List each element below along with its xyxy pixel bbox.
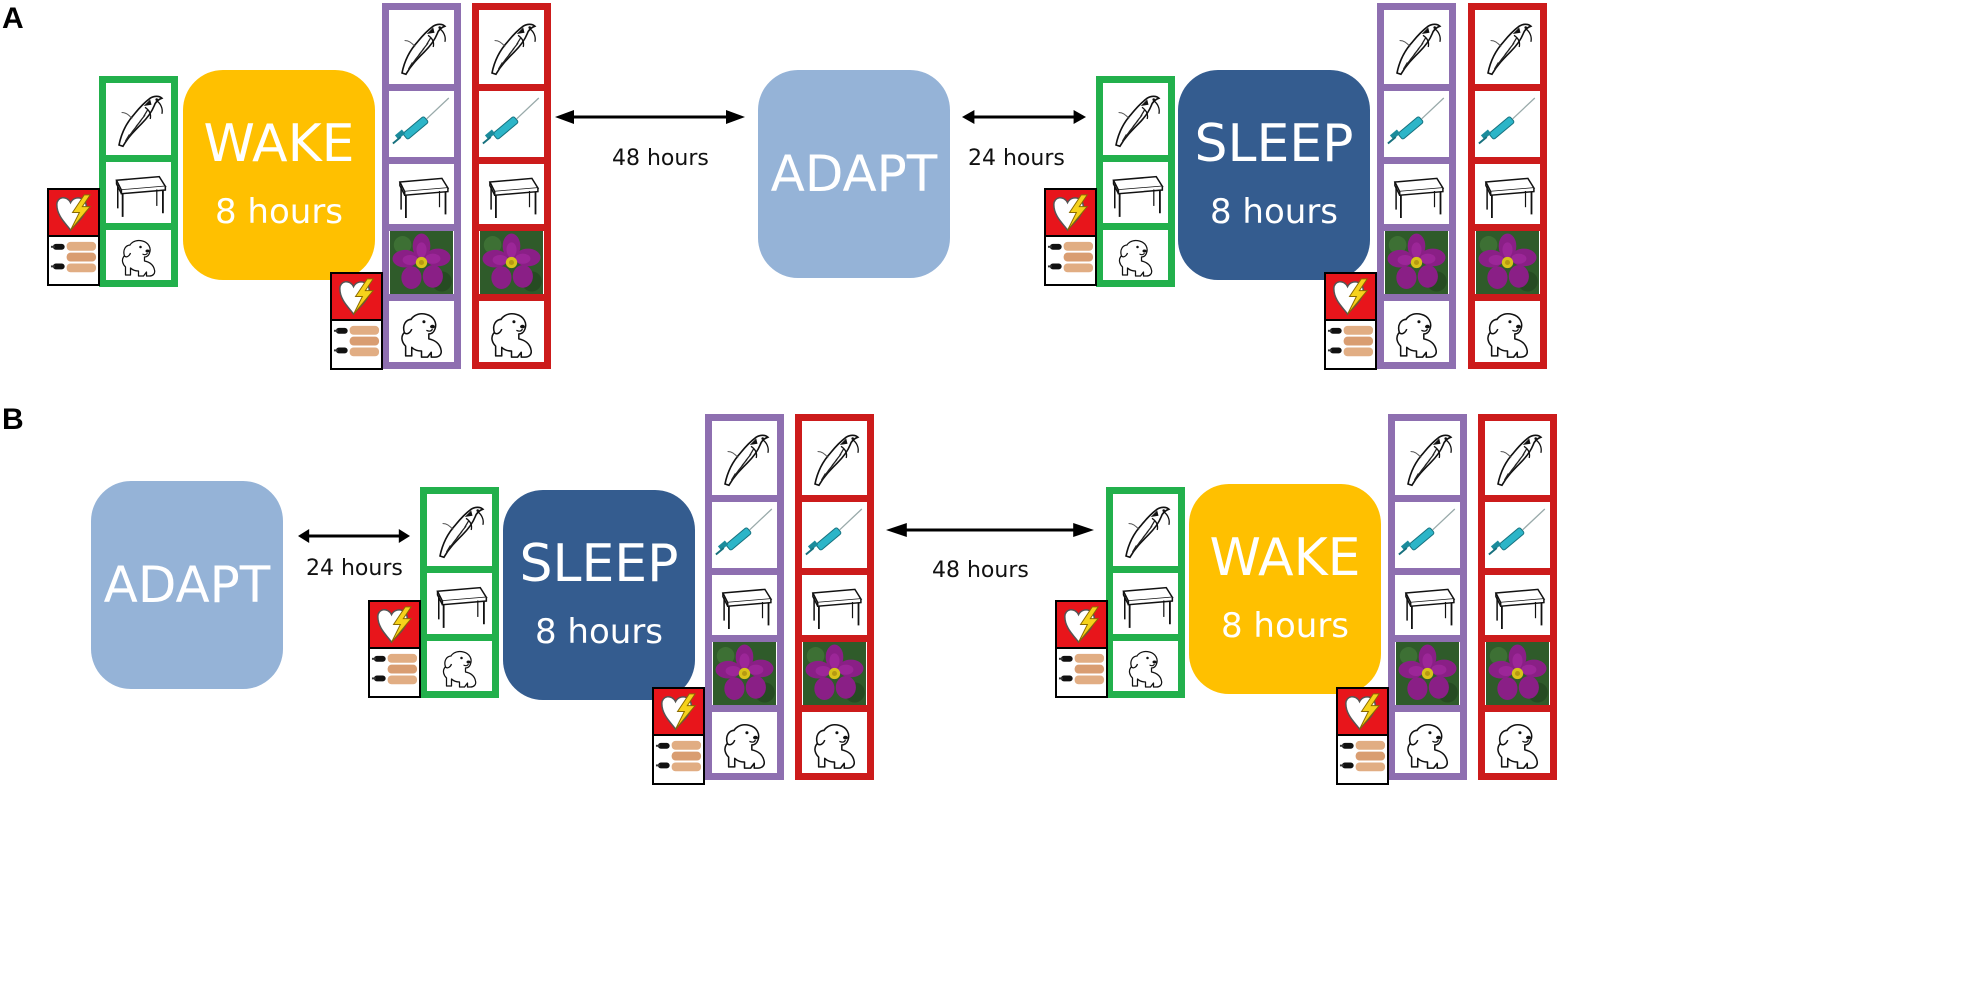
bird-icon <box>1113 494 1178 566</box>
bird-icon <box>1384 10 1449 84</box>
retest-stimuli-column <box>1478 414 1557 780</box>
flower-icon <box>712 635 777 705</box>
block-duration: 8 hours <box>1209 192 1339 232</box>
flower-icon <box>802 635 867 705</box>
table-icon <box>1485 568 1550 635</box>
test-stimuli-column <box>1377 3 1456 369</box>
block-title: ADAPT <box>770 145 938 203</box>
bird-icon <box>1485 421 1550 495</box>
interval-label: 48 hours <box>612 146 709 171</box>
retest-stimuli-column <box>1468 3 1547 369</box>
retest-stimuli-column <box>472 3 551 369</box>
table-icon <box>802 568 867 635</box>
retest-stimuli-column <box>795 414 874 780</box>
dog-icon <box>802 705 867 773</box>
table-icon <box>1113 566 1178 634</box>
shock-stimulus-icon <box>330 272 383 370</box>
learned-stimuli-column <box>420 487 499 698</box>
block-duration: 8 hours <box>534 612 664 652</box>
shock-stimulus-icon <box>368 600 421 698</box>
bird-icon <box>479 10 544 84</box>
dog-icon <box>106 223 171 280</box>
interval-label: 24 hours <box>968 146 1065 171</box>
table-icon <box>106 155 171 223</box>
bird-icon <box>106 83 171 155</box>
wake-block: WAKE 8 hours <box>1189 484 1381 694</box>
shock-stimulus-icon <box>652 687 705 785</box>
bird-icon <box>712 421 777 495</box>
syringe-icon <box>389 84 454 157</box>
flower-icon <box>1384 224 1449 294</box>
syringe-icon <box>802 495 867 568</box>
dog-icon <box>389 294 454 362</box>
panel-a-label: A <box>2 2 24 35</box>
table-icon <box>389 157 454 224</box>
dog-icon <box>712 705 777 773</box>
wake-block: WAKE 8 hours <box>183 70 375 280</box>
syringe-icon <box>1485 495 1550 568</box>
flower-icon <box>389 224 454 294</box>
flower-icon <box>1395 635 1460 705</box>
panel-b-label: B <box>2 403 24 436</box>
flower-icon <box>479 224 544 294</box>
shock-stimulus-icon <box>1324 272 1377 370</box>
bird-icon <box>389 10 454 84</box>
double-arrow-icon <box>555 107 745 127</box>
block-title: ADAPT <box>103 556 271 614</box>
bird-icon <box>427 494 492 566</box>
table-icon <box>1475 157 1540 224</box>
bird-icon <box>1103 83 1168 155</box>
syringe-icon <box>1384 84 1449 157</box>
syringe-icon <box>1475 84 1540 157</box>
table-icon <box>427 566 492 634</box>
dog-icon <box>1475 294 1540 362</box>
dog-icon <box>1384 294 1449 362</box>
block-title: WAKE <box>1209 528 1361 588</box>
sleep-block: SLEEP 8 hours <box>1178 70 1370 280</box>
flower-icon <box>1475 224 1540 294</box>
table-icon <box>1384 157 1449 224</box>
table-icon <box>479 157 544 224</box>
learned-stimuli-column <box>99 76 178 287</box>
learned-stimuli-column <box>1106 487 1185 698</box>
syringe-icon <box>1395 495 1460 568</box>
adapt-block: ADAPT <box>91 481 283 689</box>
test-stimuli-column <box>382 3 461 369</box>
double-arrow-icon <box>886 520 1094 540</box>
block-title: SLEEP <box>1194 114 1354 174</box>
block-title: SLEEP <box>519 534 679 594</box>
shock-stimulus-icon <box>1055 600 1108 698</box>
dog-icon <box>479 294 544 362</box>
dog-icon <box>1485 705 1550 773</box>
dog-icon <box>1395 705 1460 773</box>
shock-stimulus-icon <box>47 188 100 286</box>
flower-icon <box>1485 635 1550 705</box>
adapt-block: ADAPT <box>758 70 950 278</box>
test-stimuli-column <box>705 414 784 780</box>
shock-stimulus-icon <box>1336 687 1389 785</box>
table-icon <box>1103 155 1168 223</box>
bird-icon <box>1395 421 1460 495</box>
shock-stimulus-icon <box>1044 188 1097 286</box>
block-title: WAKE <box>203 114 355 174</box>
syringe-icon <box>712 495 777 568</box>
interval-label: 48 hours <box>932 558 1029 583</box>
learned-stimuli-column <box>1096 76 1175 287</box>
double-arrow-icon <box>298 526 410 546</box>
block-duration: 8 hours <box>1220 606 1350 646</box>
interval-label: 24 hours <box>306 556 403 581</box>
dog-icon <box>427 634 492 691</box>
test-stimuli-column <box>1388 414 1467 780</box>
table-icon <box>712 568 777 635</box>
bird-icon <box>1475 10 1540 84</box>
table-icon <box>1395 568 1460 635</box>
bird-icon <box>802 421 867 495</box>
sleep-block: SLEEP 8 hours <box>503 490 695 700</box>
dog-icon <box>1103 223 1168 280</box>
block-duration: 8 hours <box>214 192 344 232</box>
double-arrow-icon <box>962 107 1086 127</box>
syringe-icon <box>479 84 544 157</box>
dog-icon <box>1113 634 1178 691</box>
